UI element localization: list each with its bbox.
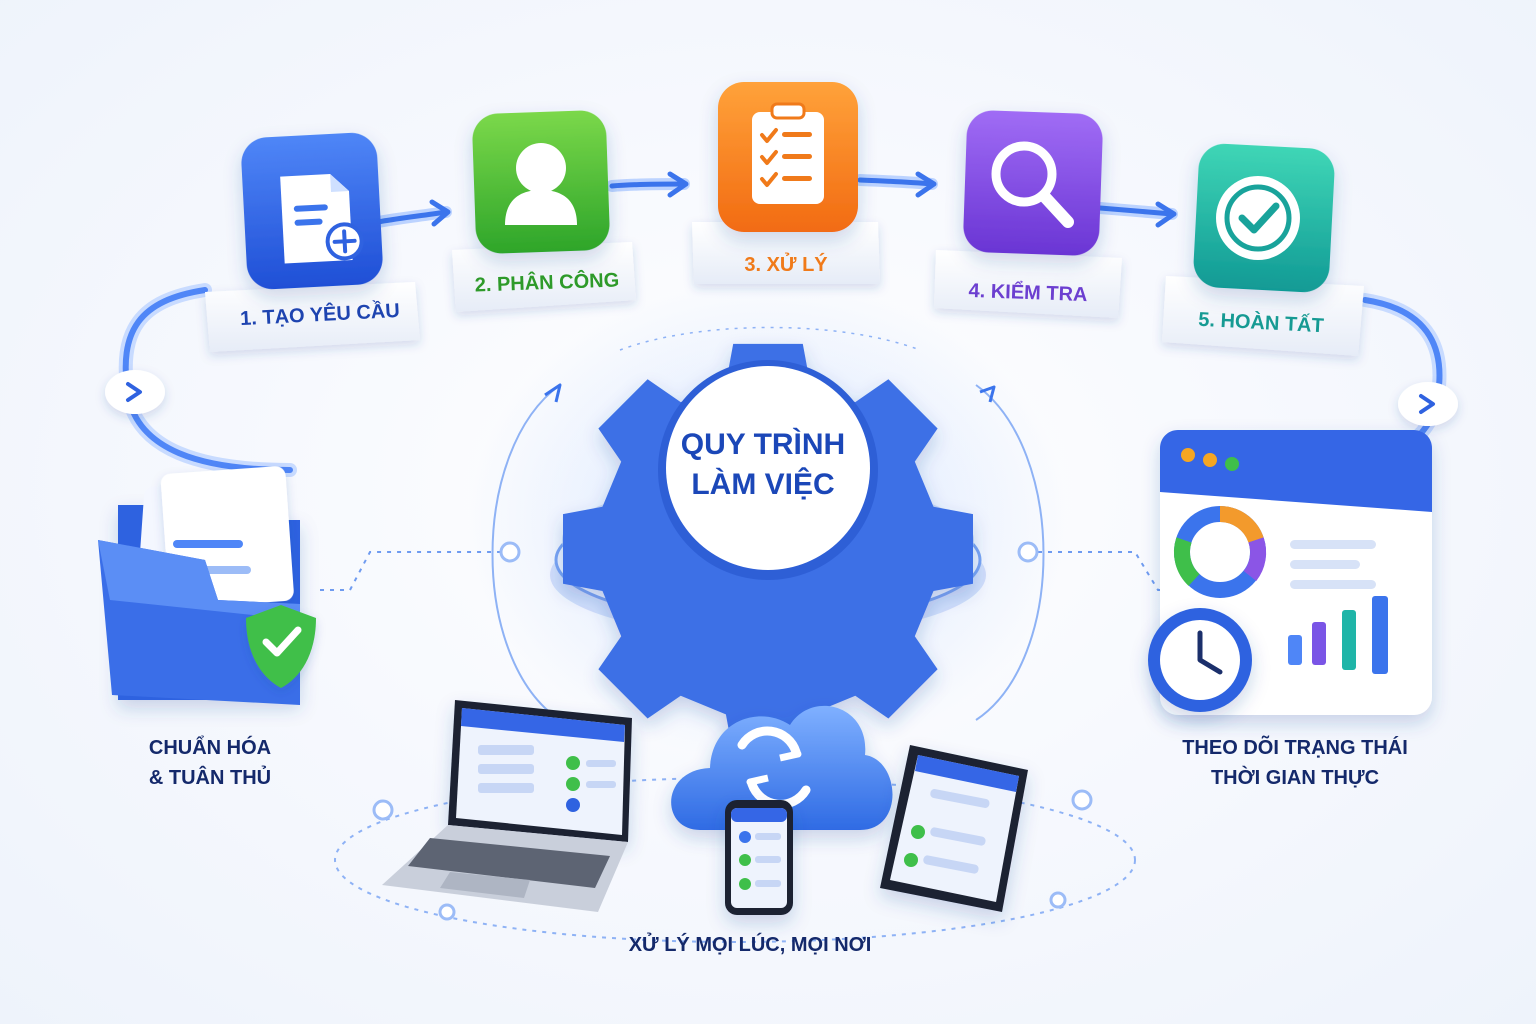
laptop-icon bbox=[382, 700, 632, 912]
step-3-tile[interactable] bbox=[692, 82, 880, 284]
anywhere-label: XỬ LÝ MỌI LÚC, MỌI NƠI bbox=[628, 934, 872, 956]
dashboard-clock-icon bbox=[1148, 430, 1432, 715]
check-circle-icon bbox=[1216, 176, 1300, 260]
step-5-tile[interactable] bbox=[1162, 143, 1364, 356]
step-3-label: 3. XỬ LÝ bbox=[744, 254, 828, 276]
compliance-line2: & TUÂN THỦ bbox=[148, 767, 272, 789]
loop-chevron-right bbox=[1398, 382, 1458, 426]
step-2-tile[interactable] bbox=[452, 110, 636, 312]
tracking-label: THEO DÕI TRẠNG THÁI THỜI GIAN THỰC bbox=[1160, 733, 1430, 793]
compliance-label: CHUẨN HÓA & TUÂN THỦ bbox=[110, 733, 310, 793]
compliance-line1: CHUẨN HÓA bbox=[148, 737, 272, 759]
loop-chevron-left bbox=[105, 370, 165, 414]
cloud-sync-icon bbox=[671, 705, 893, 830]
document-plus-icon bbox=[280, 174, 364, 264]
orbit-ring-left bbox=[491, 384, 561, 721]
folder-shield-icon bbox=[98, 466, 316, 705]
orbit-ring-right bbox=[975, 384, 1045, 721]
magnifier-icon bbox=[991, 141, 1074, 228]
connector-left bbox=[320, 551, 508, 591]
user-icon bbox=[505, 143, 577, 225]
tracking-line2: THỜI GIAN THỰC bbox=[1210, 767, 1380, 789]
phone-icon bbox=[725, 800, 793, 915]
center-title-line1: QUY TRÌNH bbox=[680, 428, 846, 461]
step-4-tile[interactable] bbox=[934, 110, 1122, 318]
connector-right bbox=[1028, 551, 1170, 591]
step-1-tile[interactable] bbox=[205, 132, 420, 352]
center-title: QUY TRÌNH LÀM VIỆC bbox=[663, 425, 863, 505]
step-arrows bbox=[372, 171, 1178, 228]
center-title-line2: LÀM VIỆC bbox=[691, 468, 835, 501]
tracking-line1: THEO DÕI TRẠNG THÁI bbox=[1182, 737, 1408, 759]
tablet-icon bbox=[880, 745, 1028, 912]
gear-icon bbox=[563, 343, 973, 754]
clipboard-checklist-icon bbox=[752, 102, 824, 204]
